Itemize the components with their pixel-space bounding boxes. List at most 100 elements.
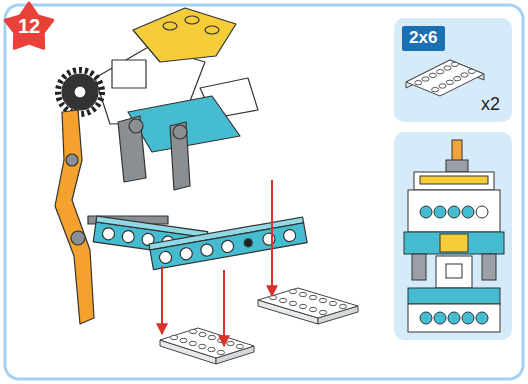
stud: [454, 76, 461, 80]
drawing-shape: [133, 8, 236, 62]
drawing-shape: [74, 86, 86, 98]
drawing-shape: [434, 206, 446, 218]
drawing-shape: [482, 254, 496, 280]
drawing-shape: [446, 264, 462, 278]
drawing-shape: [446, 160, 468, 172]
drawing-shape: [170, 122, 190, 190]
drawing-shape: [448, 206, 460, 218]
drawing-shape: [223, 270, 225, 346]
drawing-shape: [476, 206, 488, 218]
stud: [180, 338, 187, 342]
drawing-shape: [150, 223, 307, 270]
stud: [171, 335, 178, 339]
drawing-shape: [185, 16, 199, 24]
stud: [461, 73, 468, 77]
model: [55, 8, 307, 324]
drawing-shape: [71, 231, 85, 245]
drawing-shape: [420, 206, 432, 218]
stud: [451, 62, 458, 66]
drawing-shape: [62, 74, 98, 110]
drawing-shape: [112, 60, 146, 88]
drawing-shape: [122, 230, 136, 244]
stud: [319, 298, 326, 302]
plate-top: [160, 328, 254, 358]
drawing-shape: [102, 227, 116, 241]
drawing-shape: [161, 266, 163, 334]
drawing-shape: [271, 180, 273, 296]
drawing-shape: [58, 70, 102, 114]
drawing-shape: [452, 140, 462, 162]
front-view: [404, 140, 504, 332]
drawing-shape: [434, 312, 446, 324]
step-frame: [5, 5, 523, 379]
stud: [444, 66, 451, 70]
drawing-shape: [179, 247, 193, 261]
drawing-shape: [448, 312, 460, 324]
stud: [468, 69, 475, 73]
stud: [432, 87, 439, 91]
drawing-shape: [408, 288, 500, 304]
stud: [227, 341, 234, 345]
drawing-shape: [173, 125, 187, 139]
drawing-shape: [420, 312, 432, 324]
drawing-shape: [221, 240, 235, 254]
plates: [160, 288, 358, 364]
drawing-shape: [129, 119, 143, 133]
drawing-shape: [149, 217, 307, 270]
stud: [299, 292, 306, 296]
drawing-shape: [404, 232, 504, 254]
step-number: 12: [18, 14, 40, 38]
drawing-shape: [408, 190, 500, 232]
drawing-shape: [159, 250, 173, 264]
drawing-shape: [414, 172, 494, 190]
drawing-shape: [244, 238, 253, 247]
stud: [199, 344, 206, 348]
parts-panel: [394, 18, 512, 122]
drawing-shape: [420, 176, 488, 184]
drawing-shape: [262, 232, 276, 246]
stud: [279, 298, 286, 302]
drawing-shape: [163, 22, 177, 30]
placement-arrows: [162, 180, 272, 346]
stud: [309, 295, 316, 299]
stud: [299, 304, 306, 308]
parts-callout: x2 2x6: [394, 18, 512, 122]
drawing-shape: [408, 304, 500, 332]
drawing-shape: [283, 229, 297, 243]
drawing-shape: [66, 154, 78, 166]
stud: [446, 80, 453, 84]
plate-icon: [406, 60, 484, 96]
drawing-shape: [476, 312, 488, 324]
stud: [422, 77, 429, 81]
drawing-shape: [200, 243, 214, 257]
stud: [236, 344, 243, 348]
plate-top: [406, 60, 484, 96]
front-view-panel: [394, 132, 512, 340]
stud: [437, 69, 444, 73]
drawing-shape: [440, 234, 468, 252]
drawing-shape: [436, 256, 472, 288]
stud: [415, 80, 422, 84]
quantity-label: x2: [481, 94, 500, 116]
drawing-shape: [205, 26, 219, 34]
stud: [189, 341, 196, 345]
drawing-shape: [462, 206, 474, 218]
stud: [190, 329, 197, 333]
part-size-label: 2x6: [402, 26, 445, 51]
drawing-shape: [462, 312, 474, 324]
stud: [329, 301, 336, 305]
stud: [429, 73, 436, 77]
stud: [439, 84, 446, 88]
drawing-shape: [118, 116, 146, 182]
stud: [319, 310, 326, 314]
stud: [208, 347, 215, 351]
stud: [289, 301, 296, 305]
stud: [339, 304, 346, 308]
stud: [199, 332, 206, 336]
drawing-shape: [412, 254, 426, 280]
stud: [289, 289, 296, 293]
step-number-star: 12: [4, 2, 54, 50]
star-outline: [5, 3, 53, 48]
